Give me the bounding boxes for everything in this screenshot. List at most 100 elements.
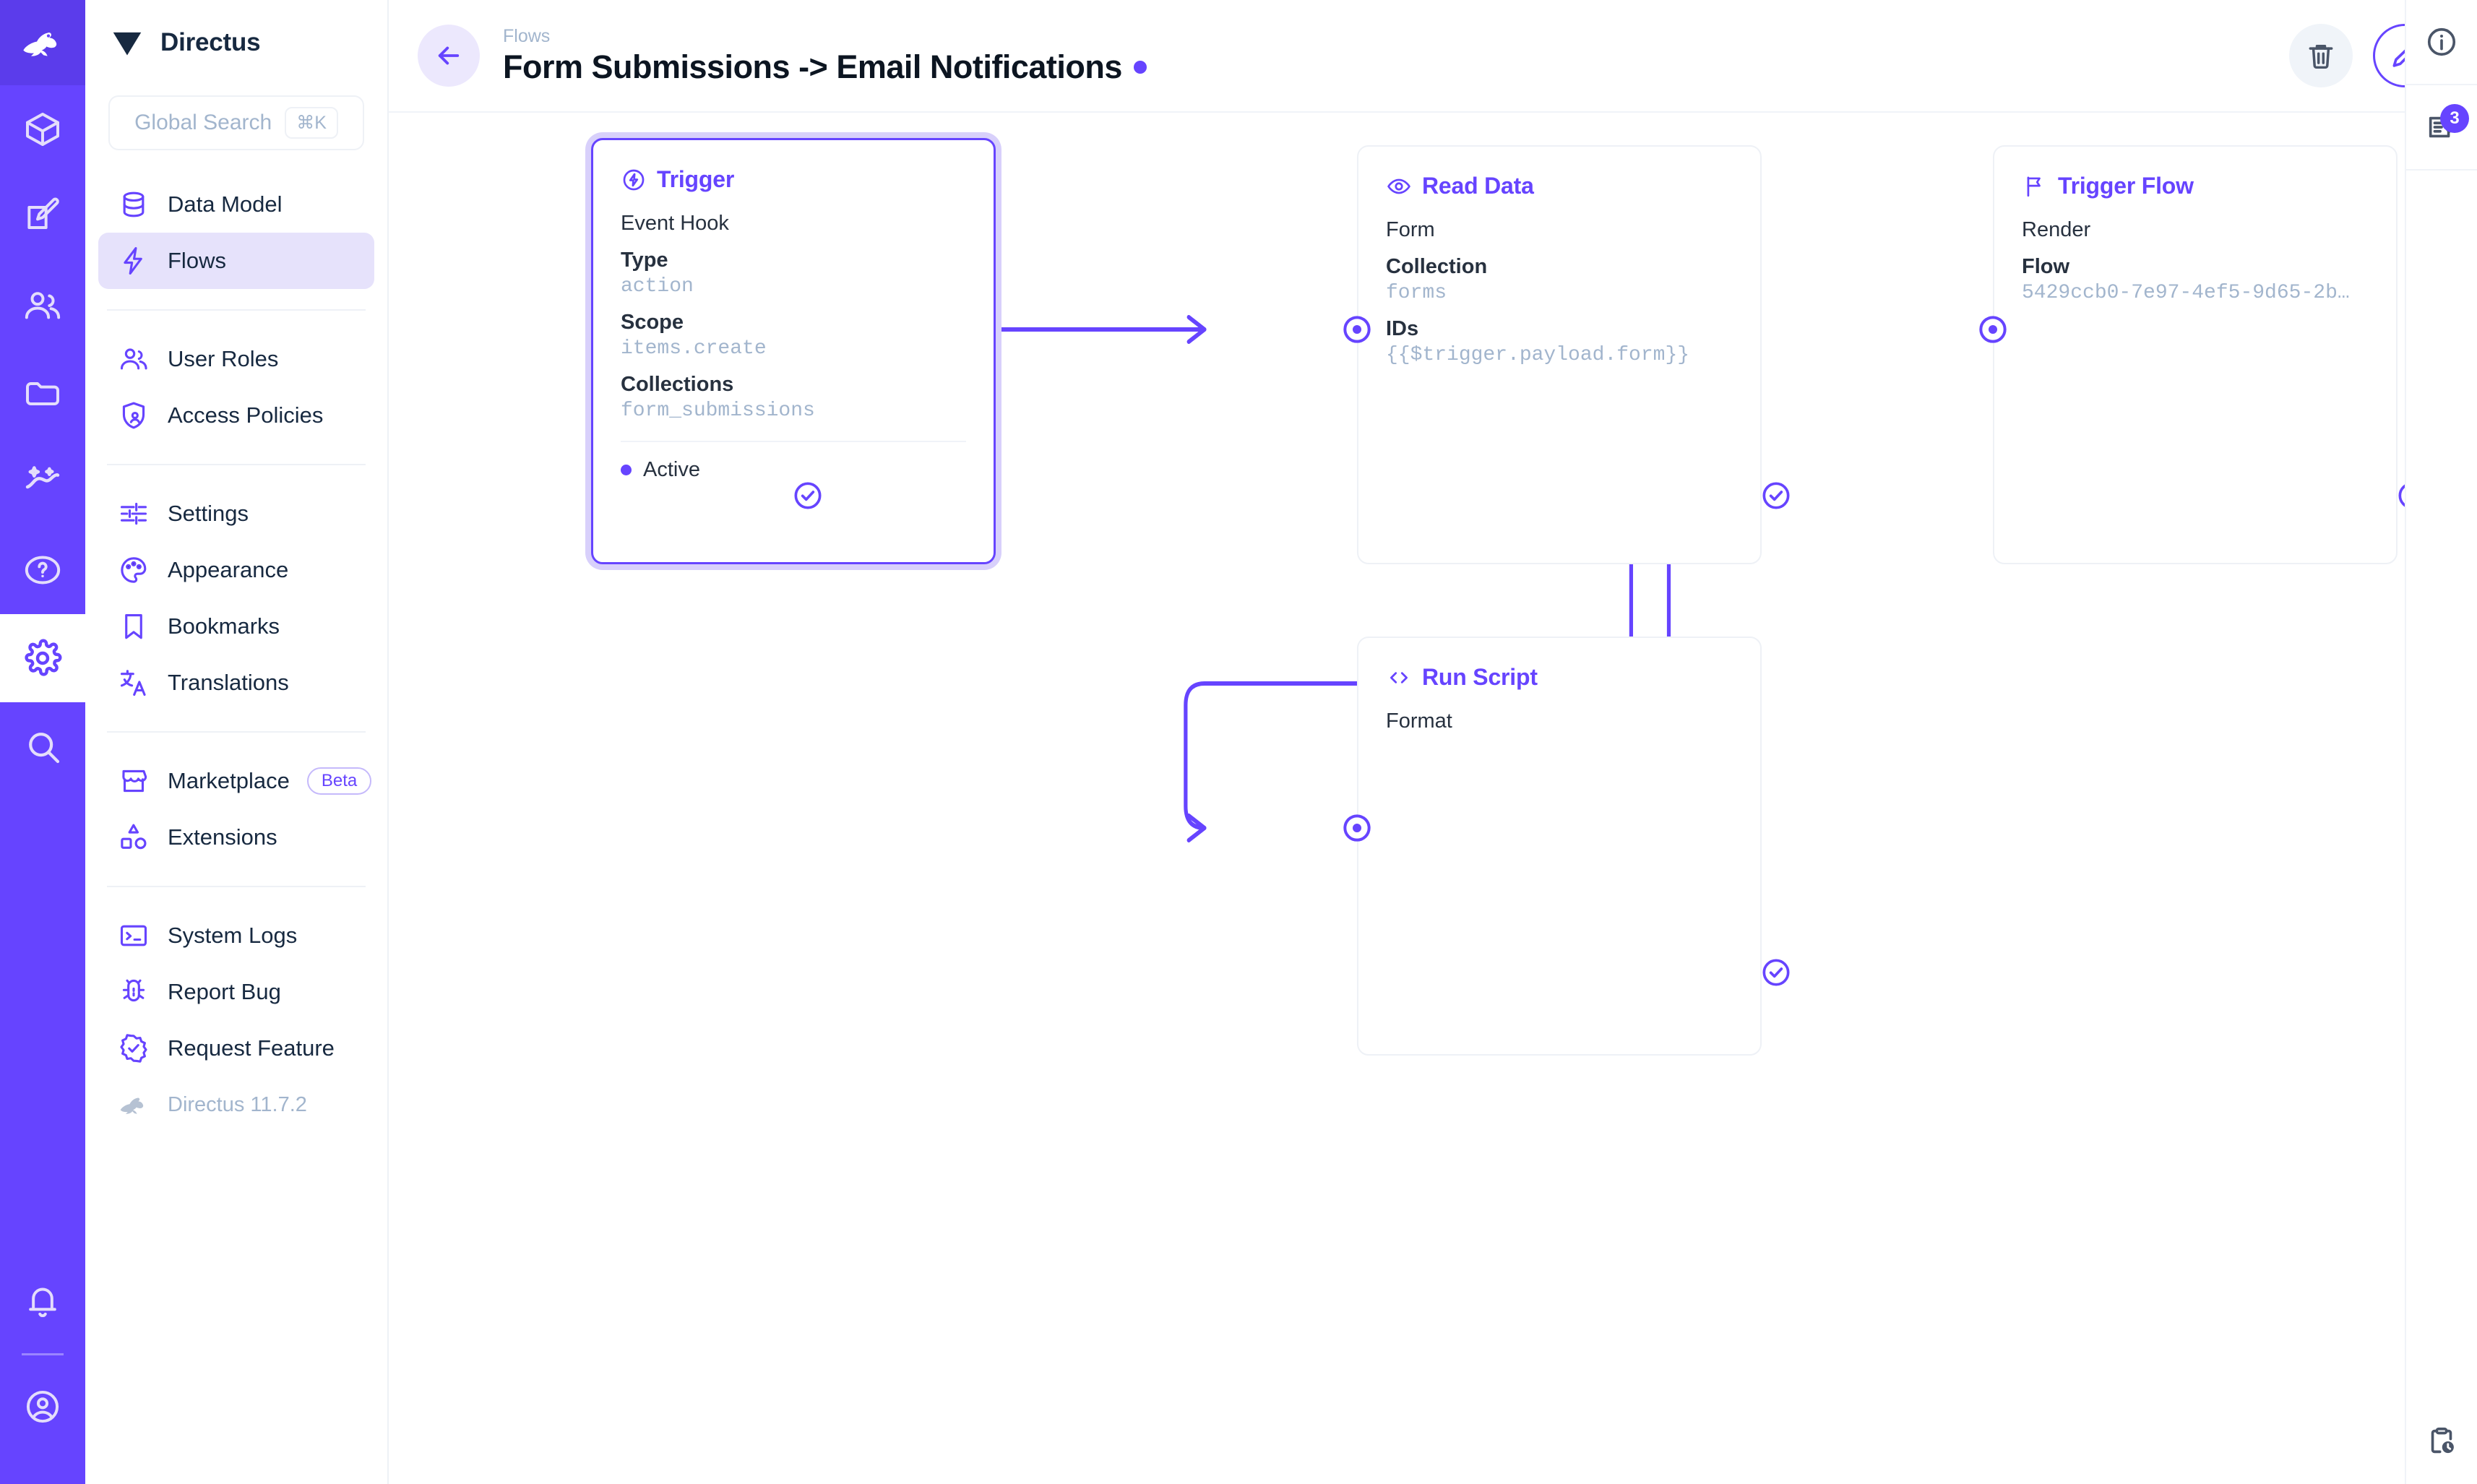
flow-logs-badge: 3 xyxy=(2440,104,2469,133)
info-sidebar-toggle[interactable] xyxy=(2405,0,2477,85)
handle-check-icon xyxy=(1762,482,1790,509)
code-icon xyxy=(1390,671,1408,683)
sidebar-item-system-logs[interactable]: System Logs xyxy=(98,907,374,964)
sidebar-item-extensions[interactable]: Extensions xyxy=(98,809,374,866)
database-icon xyxy=(123,191,145,217)
handle-input-read-data[interactable] xyxy=(1343,315,1371,344)
sidebar-item-translations[interactable]: Translations xyxy=(98,655,374,711)
rail-item-notifications[interactable] xyxy=(0,1258,85,1346)
node-header: Read Data xyxy=(1386,173,1733,199)
sidebar-item-user-roles[interactable]: User Roles xyxy=(98,331,374,387)
directus-logo-rail[interactable] xyxy=(0,0,85,85)
node-field-key: Flow xyxy=(2022,255,2070,278)
sidebar-divider xyxy=(107,886,366,887)
node-header: Run Script xyxy=(1386,664,1733,691)
node-footer: Active xyxy=(621,441,966,482)
verified-icon xyxy=(120,1034,147,1063)
handle-resolve-run-script[interactable] xyxy=(1762,958,1791,987)
sidebar-brand[interactable]: Directus xyxy=(85,0,387,85)
handle-check-icon xyxy=(1762,959,1790,986)
sidebar-item-label: Request Feature xyxy=(168,1035,335,1061)
rail-item-settings[interactable] xyxy=(0,614,85,702)
activity-history-button[interactable] xyxy=(2405,1399,2477,1484)
handle-input-run-script[interactable] xyxy=(1343,814,1371,842)
bolt-circle-icon-wrap xyxy=(621,167,647,193)
brand-name: Directus xyxy=(160,28,261,56)
sidebar-item-label: Data Model xyxy=(168,191,283,217)
sidebar-item-settings[interactable]: Settings xyxy=(98,486,374,542)
node-field-value: action xyxy=(621,275,694,298)
sidebar-item-report-bug[interactable]: Report Bug xyxy=(98,964,374,1020)
sidebar-item-flows[interactable]: Flows xyxy=(98,233,374,289)
search-input[interactable]: Global Search ⌘K xyxy=(108,95,364,150)
module-rail xyxy=(0,0,85,1484)
rail-item-users[interactable] xyxy=(0,262,85,350)
page-title: Form Submissions -> Email Notifications xyxy=(503,48,1122,85)
node-subtitle: Format xyxy=(1386,709,1452,733)
help-circle-icon xyxy=(25,556,61,584)
extension-icon-wrap xyxy=(117,821,150,854)
node-subtitle: Event Hook xyxy=(621,212,729,235)
arrowhead-read-data xyxy=(1186,315,1207,344)
bookmark-icon xyxy=(125,614,142,639)
rail-item-content[interactable] xyxy=(0,85,85,173)
flow-logs-toggle[interactable]: 3 xyxy=(2405,85,2477,171)
back-button[interactable] xyxy=(418,25,480,87)
box-icon xyxy=(26,113,59,146)
rail-item-files[interactable] xyxy=(0,350,85,438)
right-sidebar: 3 xyxy=(2405,0,2477,1484)
handle-resolve-trigger[interactable] xyxy=(793,481,822,510)
storefront-icon-wrap xyxy=(117,764,150,798)
search-shortcut: ⌘K xyxy=(285,107,338,139)
rail-item-insights[interactable] xyxy=(0,438,85,526)
rail-item-search[interactable] xyxy=(0,702,85,790)
rail-item-editor[interactable] xyxy=(0,173,85,262)
breadcrumb[interactable]: Flows xyxy=(503,25,551,46)
node-header: Trigger Flow xyxy=(2022,173,2369,199)
node-subtitle: Form xyxy=(1386,218,1435,241)
node-field-key: Scope xyxy=(621,311,684,334)
sidebar-item-version: Directus 11.7.2 xyxy=(98,1077,374,1133)
bookmark-icon-wrap xyxy=(117,610,150,643)
sidebar-item-label: Settings xyxy=(168,501,249,526)
tune-icon-wrap xyxy=(117,497,150,530)
bug-icon xyxy=(122,979,145,1002)
node-field-value: form_submissions xyxy=(621,400,815,422)
sidebar-item-appearance[interactable]: Appearance xyxy=(98,542,374,598)
handle-dot-icon xyxy=(1343,814,1371,842)
delete-flow-button[interactable] xyxy=(2289,24,2353,87)
node-status-label: Active xyxy=(643,458,700,481)
sidebar-item-access-policies[interactable]: Access Policies xyxy=(98,387,374,444)
terminal-icon-wrap xyxy=(117,919,150,952)
back-arrow-icon xyxy=(438,46,460,65)
node-field-value: {{$trigger.payload.form}} xyxy=(1386,344,1690,366)
sidebar-item-request-feature[interactable]: Request Feature xyxy=(98,1020,374,1077)
sidebar-item-bookmarks[interactable]: Bookmarks xyxy=(98,598,374,655)
node-title: Trigger xyxy=(657,166,735,192)
rail-item-docs[interactable] xyxy=(0,526,85,614)
handle-resolve-read-data[interactable] xyxy=(1762,481,1791,510)
sidebar-item-label: Extensions xyxy=(168,824,277,850)
account-circle-icon xyxy=(26,1390,59,1423)
node-subtitle: Render xyxy=(2022,218,2091,241)
handle-input-render[interactable] xyxy=(1978,315,2007,344)
rail-item-account[interactable] xyxy=(0,1363,85,1451)
status-badge xyxy=(1133,60,1147,74)
sidebar-item-label: Bookmarks xyxy=(168,613,280,639)
sidebar-item-label: Flows xyxy=(168,248,226,273)
sidebar-item-data-model[interactable]: Data Model xyxy=(98,176,374,233)
handle-check-icon xyxy=(794,482,822,509)
sidebar-item-badge: Beta xyxy=(306,767,372,795)
shield-person-icon xyxy=(122,402,145,429)
handle-dot-icon xyxy=(1343,316,1371,343)
rabbit-small-icon xyxy=(117,1088,150,1121)
sidebar-item-label: Appearance xyxy=(168,557,289,582)
